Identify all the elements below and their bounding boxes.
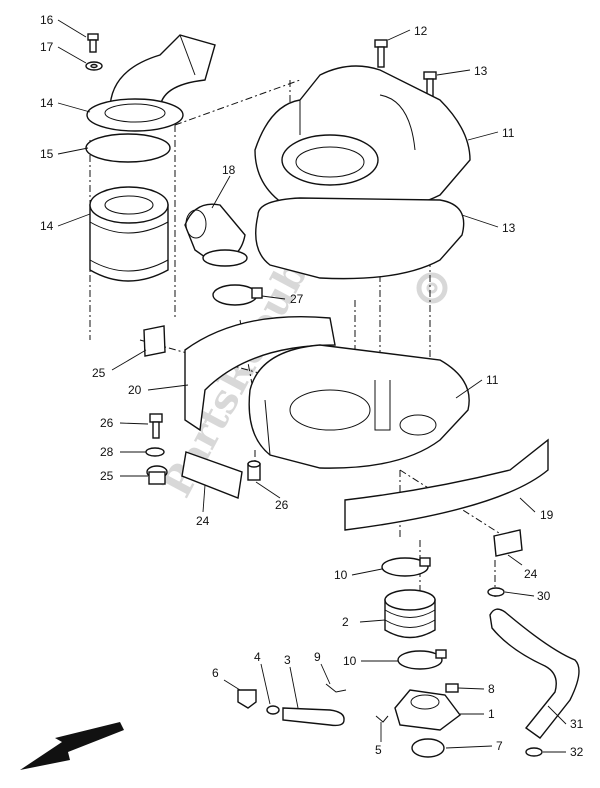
part-3-hose xyxy=(282,707,345,727)
callout-11-visible: 11 xyxy=(486,373,499,387)
callout-10b: 10 xyxy=(343,654,357,668)
part-19-washer xyxy=(85,61,103,71)
part-4-clip xyxy=(266,705,280,715)
callout-17: 15 xyxy=(40,147,54,161)
callout-29: 28 xyxy=(100,445,114,459)
leader-lines xyxy=(57,19,567,753)
part-9-clip xyxy=(325,683,347,693)
part-14-screw-a xyxy=(374,39,388,68)
part-5-clip xyxy=(375,715,389,723)
callout-31: 30 xyxy=(537,589,551,603)
callout-14b: 13 xyxy=(474,64,488,78)
callout-26-visible: 26 xyxy=(275,498,289,512)
part-29-washer xyxy=(145,447,165,457)
callout-6: 6 xyxy=(212,666,219,680)
part-12-case-cover xyxy=(254,65,471,216)
callout-32: 32 xyxy=(570,745,584,759)
part-10-clamp-upper xyxy=(381,557,431,577)
part-25-grommet xyxy=(146,465,168,485)
part-16-intake-duct xyxy=(86,34,216,132)
callout-12: 11 xyxy=(502,126,515,140)
part-2-carburetor-joint xyxy=(384,589,436,639)
part-13-gasket xyxy=(255,197,465,280)
callout-27: 27 xyxy=(290,292,304,306)
callout-19: 17 xyxy=(40,40,54,54)
callout-25-visible: 25 xyxy=(100,469,114,483)
part-1-joint xyxy=(394,689,461,731)
callout-1: 1 xyxy=(488,707,495,721)
part-15-air-filter xyxy=(89,186,169,282)
callout-18: 16 xyxy=(40,13,54,27)
callout-24b-visible: 24 xyxy=(524,567,538,581)
callout-13-visible: 13 xyxy=(502,221,516,235)
callout-22: 19 xyxy=(540,508,554,522)
callout-3: 3 xyxy=(284,653,291,667)
part-18-screw xyxy=(87,33,99,53)
part-7-cap xyxy=(411,738,445,758)
part-6-plug xyxy=(237,689,257,709)
part-27-clamp xyxy=(212,284,263,306)
callout-21: 20 xyxy=(128,383,142,397)
part-23-pad xyxy=(181,451,243,499)
callout-4: 4 xyxy=(254,650,261,664)
callout-14a: 12 xyxy=(414,24,428,38)
front-direction-arrow-icon xyxy=(20,722,124,770)
part-31-clip xyxy=(487,587,505,597)
part-10-clamp-lower xyxy=(397,649,447,670)
callout-labels: 16 17 14 15 14 12 13 11 12 10 18 27 25 2… xyxy=(40,13,584,759)
part-22-band xyxy=(344,438,549,531)
callout-7: 7 xyxy=(496,739,503,753)
callout-28: 26 xyxy=(100,416,114,430)
callout-20: 18 xyxy=(222,163,236,177)
callout-2: 2 xyxy=(342,615,349,629)
gear-icon xyxy=(416,272,448,304)
part-32-clip xyxy=(525,747,543,757)
callout-5: 5 xyxy=(375,743,382,757)
part-8-screw xyxy=(445,683,459,693)
part-24-pad-bottom xyxy=(493,529,523,557)
part-17-seal-ring xyxy=(85,133,171,163)
part-11-air-filter-case xyxy=(248,344,470,469)
part-24-pad-top xyxy=(143,325,166,357)
callout-30: 31 xyxy=(570,717,584,731)
part-28-bolt xyxy=(149,413,163,439)
callout-9: 9 xyxy=(314,650,321,664)
part-21-band xyxy=(184,315,336,432)
callout-24a: 25 xyxy=(92,366,106,380)
callout-10a: 10 xyxy=(334,568,348,582)
callout-8: 8 xyxy=(488,682,495,696)
part-26-drain xyxy=(247,460,261,481)
part-30-hose xyxy=(489,608,580,739)
callout-23: 24 xyxy=(196,514,210,528)
part-20-joint xyxy=(184,203,248,267)
callout-16: 14 xyxy=(40,96,54,110)
callout-15: 14 xyxy=(40,219,54,233)
